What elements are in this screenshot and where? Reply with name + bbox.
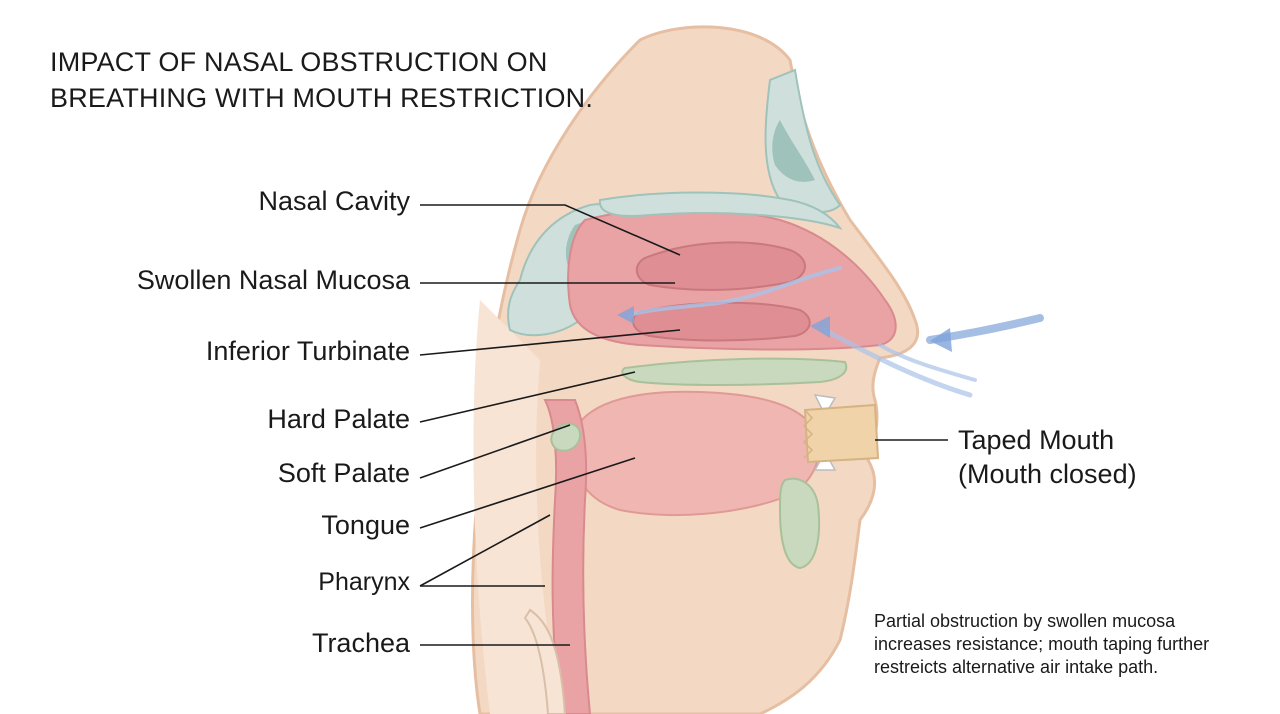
taped-mouth-line-2: (Mouth closed) [958,459,1137,489]
airflow-arrowhead-icon [810,316,830,338]
upper-teeth [813,394,837,417]
leader-lines [419,204,948,646]
label-hard-palate: Hard Palate [267,404,410,434]
leader-nasal-cavity [420,204,681,256]
leader-tongue [419,457,636,529]
leader-pharynx-upper [419,514,551,587]
leader-hard-palate [419,371,636,423]
leader-soft-palate [419,424,571,479]
airflow-arrow-icon [878,343,977,382]
tape-edge-left [802,409,814,459]
note-line-2: increases resistance; mouth taping furth… [874,634,1210,654]
soft-palate-shape [550,422,582,452]
airflow-arrowhead-icon [617,306,634,324]
leader-inferior-turbinate [419,329,681,356]
trachea-shape [523,608,567,714]
tongue-shape [571,390,820,516]
taped-mouth-line-1: Taped Mouth [958,425,1115,455]
label-trachea: Trachea [311,628,410,658]
note-line-1: Partial obstruction by swollen mucosa [874,611,1176,631]
frontal-sinus [772,120,815,182]
nasal-bone [598,191,843,230]
label-taped-mouth: Taped Mouth (Mouth closed) [958,423,1137,491]
label-nasal-cavity: Nasal Cavity [258,186,410,216]
diagram-title: IMPACT OF NASAL OBSTRUCTION ON BREATHING… [50,44,593,116]
title-line-1: IMPACT OF NASAL OBSTRUCTION ON [50,47,548,77]
label-tongue: Tongue [321,510,410,540]
title-line-2: BREATHING WITH MOUTH RESTRICTION. [50,83,594,113]
label-inferior-turbinate: Inferior Turbinate [205,336,410,366]
note-line-3: restreicts alternative air intake path. [874,657,1159,677]
airflow-arrow-icon [628,266,842,317]
airflow-arrowhead-icon [930,328,952,352]
label-soft-palate: Soft Palate [277,458,410,488]
back-tissue [473,300,560,714]
hard-palate-shape [621,357,848,386]
label-pharynx: Pharynx [318,568,410,596]
airflow-arrow-icon [822,327,973,398]
label-swollen-mucosa: Swollen Nasal Mucosa [136,265,410,295]
larynx-shape [778,477,821,570]
pharynx-shape [543,399,592,714]
caption-note: Partial obstruction by swollen mucosa in… [874,610,1274,679]
mouth-tape [803,403,880,464]
